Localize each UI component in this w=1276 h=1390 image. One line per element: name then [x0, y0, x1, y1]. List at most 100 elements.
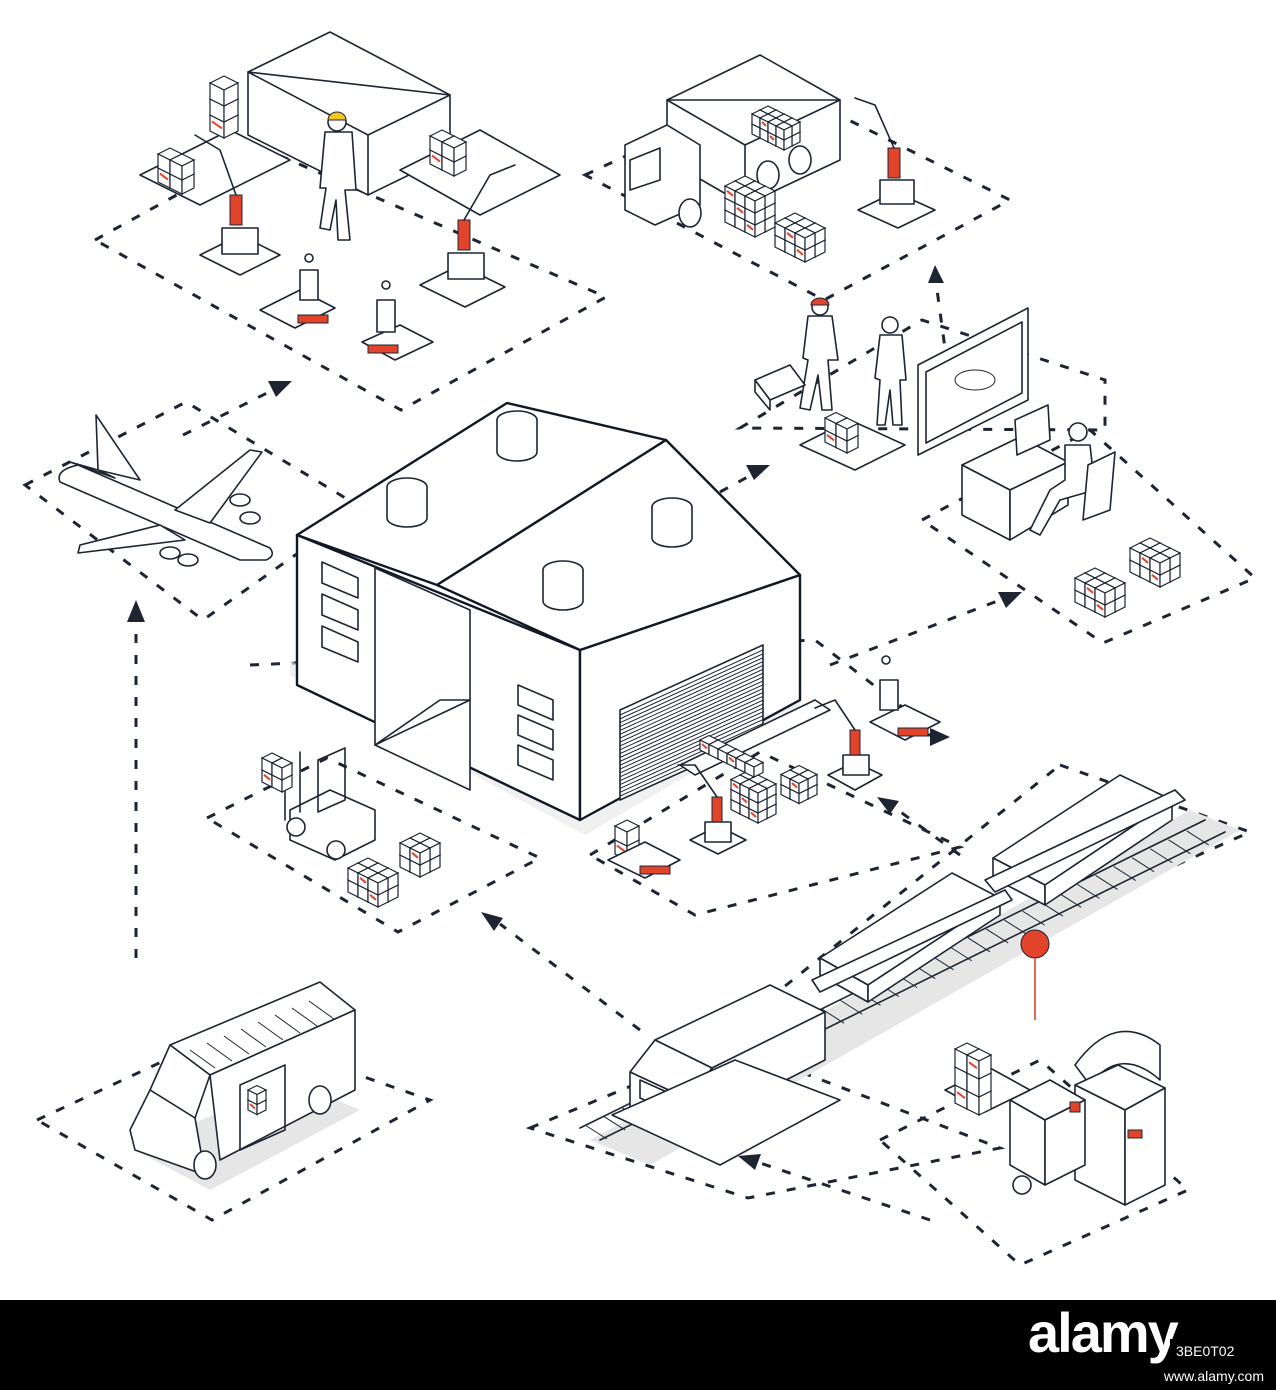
warehouse-window — [517, 744, 554, 781]
cargo-box — [965, 1048, 993, 1080]
image-id-badge: 3BE0T02 — [1170, 1339, 1276, 1367]
warehouse-window — [517, 684, 554, 721]
cargo-box — [208, 75, 240, 107]
delivery-van — [129, 981, 360, 1190]
van-side — [209, 1009, 356, 1161]
cargo-box — [270, 757, 294, 781]
alamy-logo-mark: alamy — [1028, 1301, 1181, 1364]
cargo-box — [408, 842, 432, 866]
van-front — [129, 1089, 206, 1176]
robot-arm — [677, 764, 747, 855]
robot-arm — [854, 97, 936, 229]
zone-dispatch-team — [734, 318, 1107, 432]
pallet-truck — [1009, 1079, 1086, 1195]
arrow-head-forklift — [481, 912, 503, 931]
arrow-head-factory — [268, 381, 292, 397]
wagon — [984, 774, 1186, 906]
agv-robot — [361, 280, 434, 361]
cargo-box — [774, 121, 794, 141]
cargo-box — [743, 190, 767, 214]
arrow-rail-to-conveyor-line — [894, 806, 961, 857]
robotic-factory — [139, 31, 561, 361]
agv-robot — [259, 253, 336, 329]
zone-conveyor — [587, 750, 965, 917]
arrow-train-to-forklift-line — [499, 922, 641, 1032]
rfid-tag-marker — [1020, 929, 1050, 1020]
arrow-dispatch-to-truck-line — [933, 274, 952, 386]
forklift — [284, 747, 376, 861]
wagon — [811, 872, 1013, 1003]
warehouse-roof-right — [435, 438, 802, 652]
cargo-box — [834, 417, 860, 442]
truck-loading — [624, 54, 936, 263]
arrow-head-conveyor — [877, 797, 899, 814]
laptop — [1014, 404, 1051, 456]
rfid-scanner-zone — [944, 1030, 1166, 1206]
arrow-head-train — [738, 1154, 761, 1170]
worker-yellow-helmet — [319, 111, 357, 241]
locomotive — [611, 984, 841, 1166]
agv-robot — [607, 841, 681, 879]
arrow-plane-to-factory-line — [182, 388, 274, 437]
arrow-head-right — [930, 728, 950, 746]
arrow-to-office-line — [829, 598, 1001, 667]
rfid-gate-scanner — [1074, 1030, 1166, 1206]
worker-red-cap — [799, 297, 839, 411]
arrow-scanner-to-train-line — [759, 1161, 931, 1222]
dashboard-screen — [917, 307, 1029, 456]
cargo-box — [168, 153, 196, 181]
cargo-box — [613, 819, 641, 847]
robot-arm — [419, 164, 516, 308]
cargo-box — [440, 135, 468, 163]
forklift-zone — [260, 747, 442, 908]
robot-arm — [194, 134, 281, 276]
footer-url: www.alamy.com — [1163, 1368, 1264, 1384]
arrow-warehouse-to-dispatch-line — [719, 472, 754, 494]
diagram-canvas — [22, 31, 1258, 1267]
cargo-box — [747, 783, 769, 804]
robot-arm — [814, 699, 883, 791]
arrow-head-office — [998, 592, 1022, 608]
office-desk — [961, 404, 1069, 541]
image-id-text: 3BE0T02 — [1176, 1343, 1235, 1359]
cargo-box — [788, 773, 810, 795]
warehouse-window — [321, 625, 359, 663]
arrow-head-truck — [928, 265, 944, 283]
airplane-fuselage — [58, 464, 274, 561]
warehouse — [290, 401, 802, 835]
dispatch-team — [754, 297, 1182, 618]
cargo-box — [793, 227, 817, 251]
arrow-head-up — [127, 600, 145, 622]
truck-cab — [624, 124, 701, 226]
roof-vents — [386, 410, 693, 611]
stock-watermark-footer: alamy www.alamy.com — [0, 1300, 1276, 1390]
cargo-box — [965, 1066, 993, 1098]
cargo-box — [1093, 582, 1117, 606]
freight-train — [579, 774, 1240, 1166]
svg-text:alamy: alamy — [1028, 1306, 1179, 1364]
warehouse-window — [517, 714, 554, 751]
zone-rail-upper — [717, 763, 1255, 1042]
arrow-head-dispatch — [746, 465, 770, 480]
flow-arrows — [127, 265, 1022, 1222]
warehouse-window — [321, 593, 359, 631]
zone-train — [525, 1043, 1006, 1200]
cargo-box — [743, 757, 765, 778]
cargo-box — [1148, 552, 1172, 576]
zone-forklift — [203, 756, 544, 934]
zone-van — [33, 1028, 434, 1222]
van-open-door — [239, 1064, 286, 1151]
airplane-wing-top — [174, 449, 263, 524]
agv-robot — [869, 655, 941, 741]
alamy-logo: alamy — [1028, 1301, 1258, 1379]
airplane-wing-bottom — [77, 524, 186, 554]
worker-supervisor — [874, 316, 907, 426]
warehouse-window — [321, 561, 359, 599]
airplane — [58, 414, 274, 567]
airplane-tail-fin — [95, 414, 141, 481]
conveyor-zone — [607, 655, 941, 879]
cargo-box — [366, 872, 390, 896]
cargo-box — [246, 1084, 268, 1106]
logistics-isometric-diagram — [22, 31, 1258, 1267]
worker-seated — [1029, 422, 1116, 536]
